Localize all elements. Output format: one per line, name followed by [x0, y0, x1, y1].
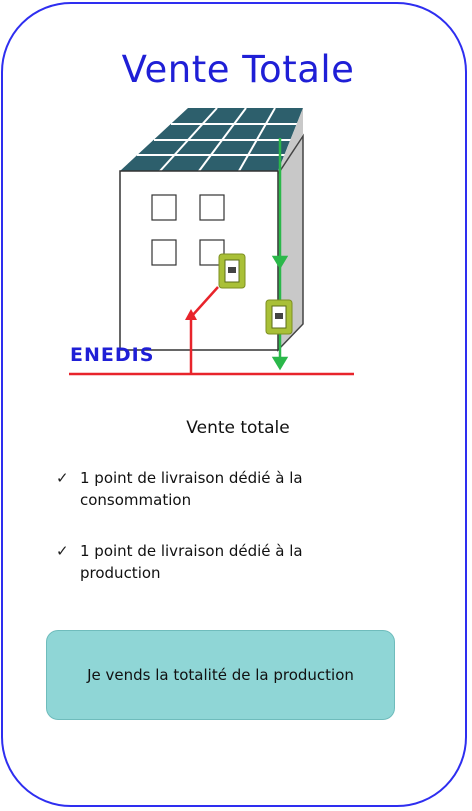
window-icon [151, 194, 225, 266]
house-icon [119, 133, 304, 352]
consumption-line [185, 286, 219, 374]
list-item-text: 1 point de livraison dédié à la producti… [80, 542, 303, 582]
list-item-text: 1 point de livraison dédié à la consomma… [80, 469, 303, 509]
list-item: ✓ 1 point de livraison dédié à la produc… [56, 540, 386, 584]
section-subtitle: Vente totale [186, 418, 290, 438]
check-icon: ✓ [56, 469, 69, 487]
feature-list: ✓ 1 point de livraison dédié à la consom… [56, 467, 386, 613]
offer-card: Vente Totale [1, 2, 467, 807]
meter-icon [218, 253, 246, 289]
sell-total-button[interactable]: Je vends la totalité de la production [46, 630, 395, 720]
check-icon: ✓ [56, 542, 69, 560]
list-item: ✓ 1 point de livraison dédié à la consom… [56, 467, 386, 511]
solar-panel-icon [120, 107, 303, 172]
meter-icon [265, 299, 293, 335]
enedis-logo: ENEDIS [70, 344, 154, 366]
installation-diagram: ENEDIS [69, 107, 354, 376]
sell-total-label: Je vends la totalité de la production [87, 666, 354, 684]
card-title: Vente Totale [121, 48, 355, 91]
installation-illustration: ENEDIS [63, 104, 363, 393]
